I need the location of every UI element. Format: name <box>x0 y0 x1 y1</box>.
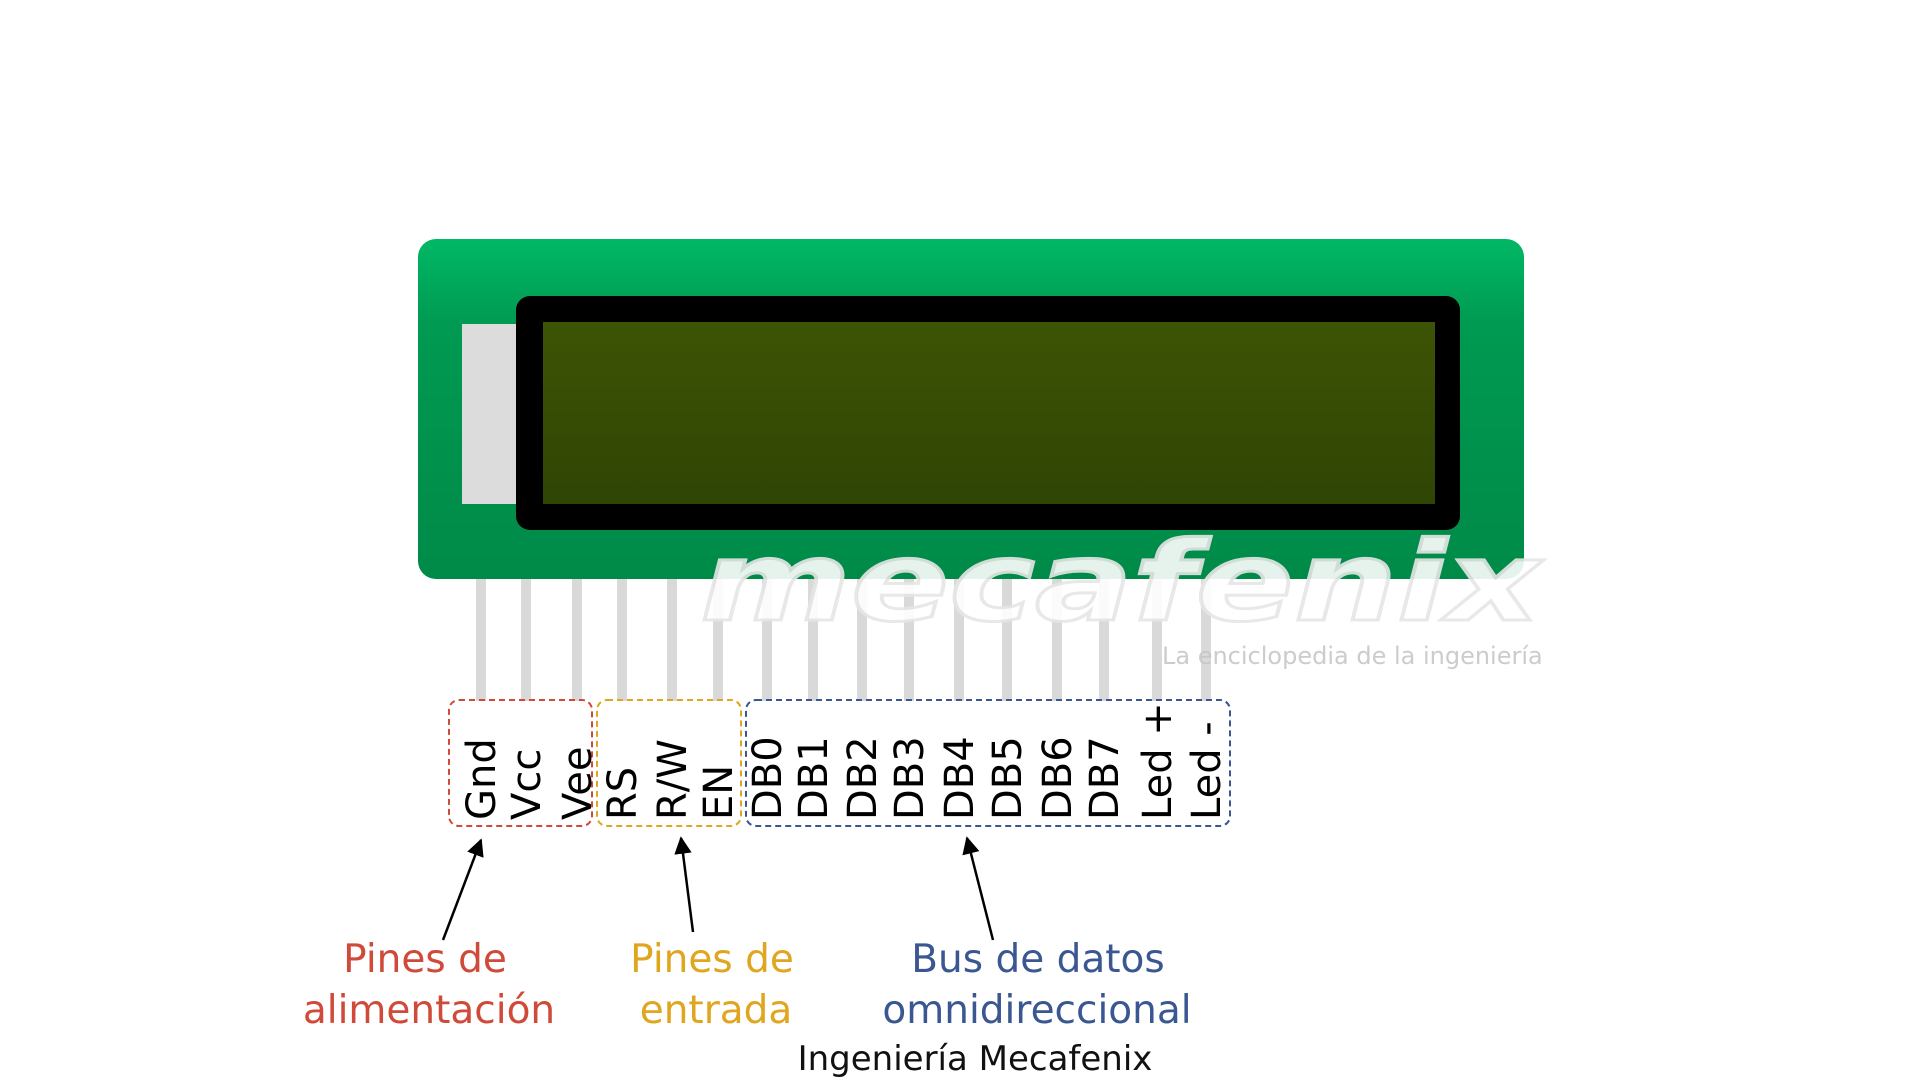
pin-label: Vee <box>555 747 601 820</box>
watermark-logo-text: mecafenix <box>700 518 1544 646</box>
input-caption-line1: Pines de <box>630 937 794 982</box>
pin-label: DB2 <box>840 736 886 820</box>
lcd-screen <box>543 322 1435 504</box>
power-caption-line2: alimentación <box>303 988 555 1033</box>
pin-leg <box>762 570 772 701</box>
pin-label: Gnd <box>459 738 505 820</box>
pin-leg <box>1002 570 1012 701</box>
pin-leg <box>904 570 914 701</box>
data-arrow <box>962 836 995 941</box>
pin-label: EN <box>696 765 742 820</box>
pin-label: DB4 <box>937 736 983 820</box>
pin-label: Led + <box>1135 702 1181 820</box>
watermark: mecafenix La enciclopedia de la ingenier… <box>699 517 1546 671</box>
input-caption-line2: entrada <box>640 988 793 1033</box>
pin-leg <box>954 570 964 701</box>
pin-leg <box>857 570 867 701</box>
pin-leg <box>617 570 627 701</box>
pin-leg <box>521 570 531 701</box>
pin-leg <box>1201 570 1211 701</box>
power-arrow <box>441 838 484 941</box>
pin-label: RS <box>600 767 646 820</box>
pin-leg <box>713 570 723 701</box>
pin-label: DB7 <box>1082 736 1128 820</box>
pin-label: DB1 <box>791 736 837 820</box>
pin-leg <box>1152 570 1162 701</box>
input-arrow <box>674 836 695 933</box>
pin-leg <box>808 570 818 701</box>
data-caption-line1: Bus de datos <box>911 937 1164 982</box>
pin-label: DB3 <box>887 736 933 820</box>
watermark-tagline: La enciclopedia de la ingeniería <box>1162 642 1543 670</box>
data-caption-line2: omnidireccional <box>882 988 1191 1033</box>
power-caption-line1: Pines de <box>343 937 507 982</box>
input-pins-box <box>596 699 742 827</box>
backlight-connector <box>462 324 524 504</box>
pin-label: DB6 <box>1035 736 1081 820</box>
power-pins-box <box>448 699 593 827</box>
data-bus-box <box>745 699 1231 827</box>
pin-label: Vcc <box>504 749 550 820</box>
pin-leg <box>476 570 486 701</box>
pin-legs <box>476 570 1211 701</box>
pin-label: Led - <box>1184 721 1230 820</box>
pin-label: R/W <box>650 739 696 820</box>
pin-leg <box>667 570 677 701</box>
pin-leg <box>572 570 582 701</box>
pin-label: DB5 <box>985 736 1031 820</box>
credit-text: Ingeniería Mecafenix <box>798 1039 1153 1079</box>
pin-label: DB0 <box>745 736 791 820</box>
pin-leg <box>1099 570 1109 701</box>
pin-leg <box>1052 570 1062 701</box>
